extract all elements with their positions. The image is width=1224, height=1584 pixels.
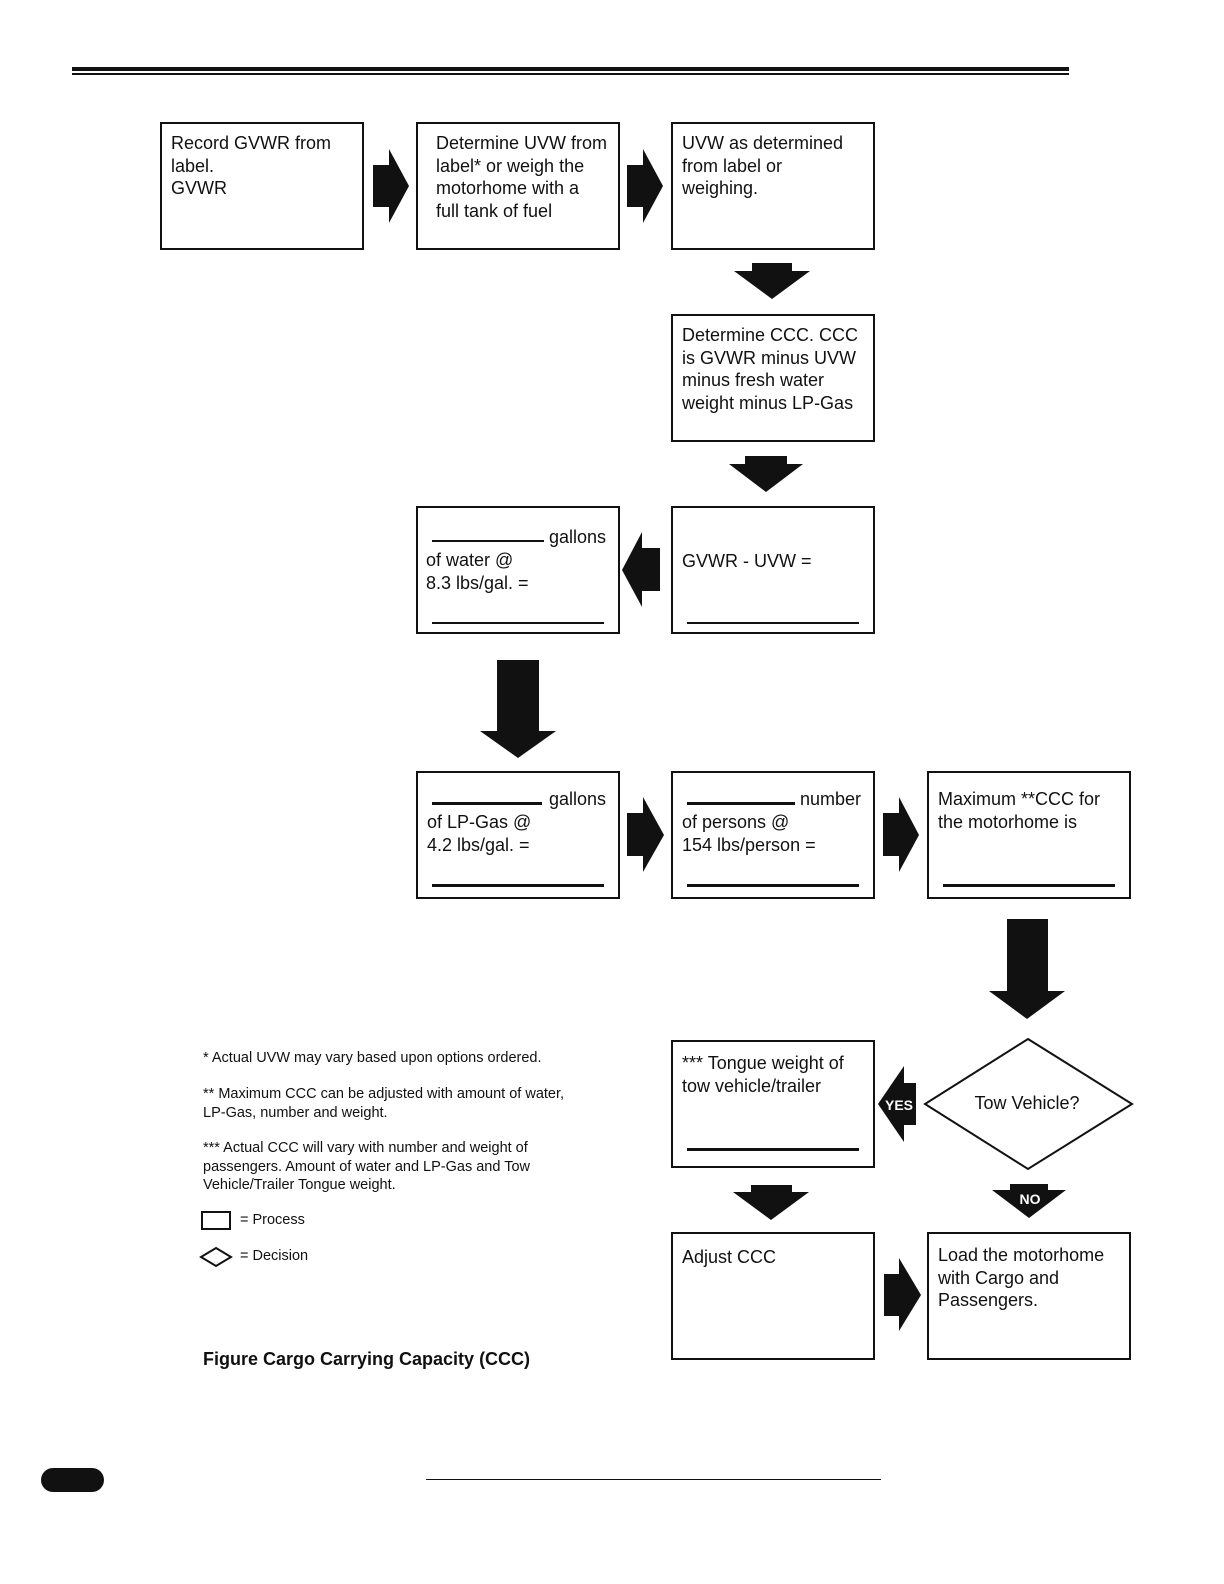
lpgas-weight-box: gallons of LP-Gas @ 4.2 lbs/gal. = — [416, 771, 620, 899]
gvwr-minus-uvw-blank — [687, 622, 859, 624]
persons-number-word: number — [800, 789, 862, 809]
footnote-actual-ccc: *** Actual CCC will vary with number and… — [203, 1140, 530, 1193]
lpgas-gallons-blank — [432, 802, 542, 805]
header-rule-bottom — [72, 73, 1069, 75]
legend-process-label: = Process — [240, 1212, 305, 1228]
record-gvwr-box: Record GVWR from label. GVWR — [160, 122, 364, 250]
lpgas-result-blank — [432, 884, 604, 887]
water-gallons-word: gallons — [549, 527, 607, 547]
uvw-determined-box: UVW as determined from label or weighing… — [671, 122, 875, 250]
gvwr-minus-uvw-box: GVWR - UVW = — [671, 506, 875, 634]
lpgas-weight-text: of LP-Gas @ 4.2 lbs/gal. = — [427, 812, 532, 855]
persons-result-blank — [687, 884, 859, 887]
water-gallons-blank — [432, 540, 544, 542]
uvw-determined-text: UVW as determined from label or weighing… — [682, 133, 844, 198]
arrow-right-1 — [373, 149, 409, 223]
arrow-down-5 — [733, 1185, 809, 1220]
gvwr-minus-uvw-text: GVWR - UVW = — [682, 551, 812, 571]
persons-weight-text: of persons @ 154 lbs/person = — [682, 812, 816, 855]
decision-text: Tow Vehicle? — [974, 1093, 1080, 1113]
persons-number-blank — [687, 802, 795, 805]
tongue-weight-text: *** Tongue weight of tow vehicle/trailer — [682, 1053, 844, 1096]
load-motorhome-box: Load the motorhome with Cargo and Passen… — [927, 1232, 1131, 1360]
water-weight-box: gallons of water @ 8.3 lbs/gal. = — [416, 506, 620, 634]
footnote-max-ccc: ** Maximum CCC can be adjusted with amou… — [203, 1086, 565, 1121]
no-arrow — [992, 1184, 1066, 1218]
page-tab-marker — [41, 1468, 104, 1492]
arrow-right-2 — [627, 149, 663, 223]
determine-ccc-box: Determine CCC. CCC is GVWR minus UVW min… — [671, 314, 875, 442]
adjust-ccc-box: Adjust CCC — [671, 1232, 875, 1360]
max-ccc-blank — [943, 884, 1115, 887]
legend-decision-icon — [199, 1246, 233, 1268]
load-motorhome-text: Load the motorhome with Cargo and Passen… — [938, 1245, 1105, 1310]
arrow-left-1 — [622, 532, 660, 607]
yes-arrow — [878, 1066, 916, 1142]
legend-decision-label: = Decision — [240, 1248, 309, 1264]
determine-uvw-box: Determine UVW from label* or weigh the m… — [416, 122, 620, 250]
max-ccc-text: Maximum **CCC for the motorhome is — [938, 789, 1101, 832]
arrow-right-3 — [627, 797, 664, 872]
arrow-right-4 — [883, 797, 919, 872]
header-rule-top — [72, 67, 1069, 71]
determine-uvw-text: Determine UVW from label* or weigh the m… — [436, 133, 608, 221]
persons-weight-box: number of persons @ 154 lbs/person = — [671, 771, 875, 899]
arrow-right-5 — [884, 1258, 921, 1331]
arrow-down-2 — [729, 456, 803, 492]
arrow-down-4 — [989, 919, 1065, 1019]
figure-caption: Figure Cargo Carrying Capacity (CCC) — [203, 1349, 531, 1369]
arrow-down-3 — [480, 660, 556, 758]
water-result-blank — [432, 622, 604, 624]
footer-rule — [426, 1479, 881, 1480]
no-arrow-label: NO — [1020, 1191, 1041, 1207]
lpgas-gallons-word: gallons — [549, 789, 607, 809]
adjust-ccc-text: Adjust CCC — [682, 1247, 777, 1267]
record-gvwr-text: Record GVWR from label. GVWR — [171, 133, 332, 198]
footnote-uvw: * Actual UVW may vary based upon options… — [203, 1050, 542, 1066]
water-weight-text: of water @ 8.3 lbs/gal. = — [426, 550, 529, 593]
decision-diamond — [923, 1037, 1134, 1171]
yes-arrow-label: YES — [885, 1097, 913, 1113]
tongue-weight-blank — [687, 1148, 859, 1151]
tongue-weight-box: *** Tongue weight of tow vehicle/trailer — [671, 1040, 875, 1168]
max-ccc-box: Maximum **CCC for the motorhome is — [927, 771, 1131, 899]
legend-process-icon — [201, 1211, 231, 1230]
arrow-down-1 — [734, 263, 810, 299]
determine-ccc-text: Determine CCC. CCC is GVWR minus UVW min… — [682, 325, 859, 413]
